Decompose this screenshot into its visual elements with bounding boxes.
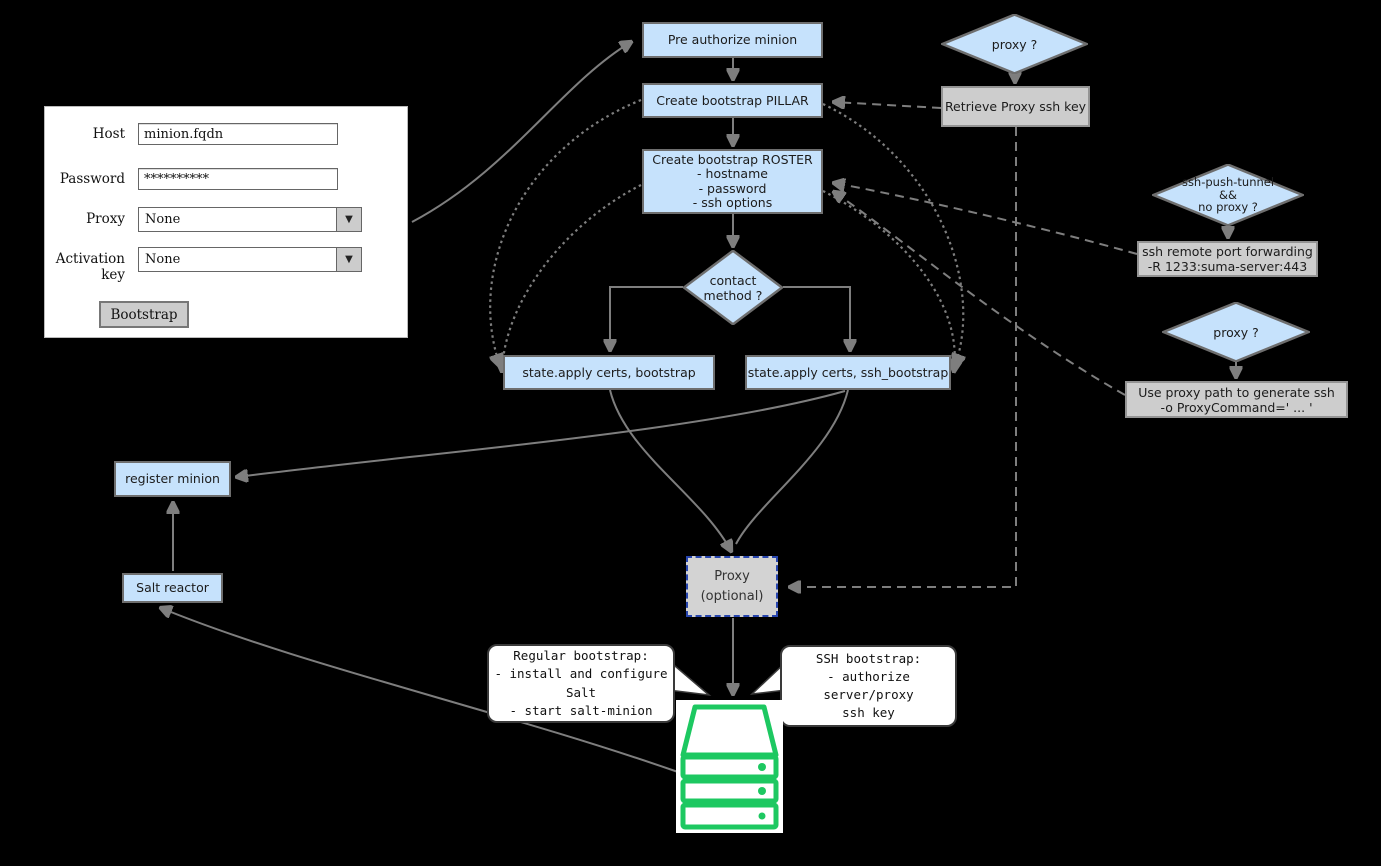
- host-label: Host: [92, 126, 125, 142]
- proxy-select-value: None: [145, 212, 181, 227]
- dotted-roster-to-bootstrap: [502, 184, 642, 371]
- bootstrap-form: Host Password Proxy None ▼ Activation ke…: [44, 106, 408, 338]
- decision-contact-method: contact method ?: [683, 250, 783, 325]
- curve-bootstrap-to-proxy: [609, 389, 731, 551]
- node-salt-reactor: Salt reactor: [122, 573, 223, 603]
- dashed-retrieve-to-proxybox: [790, 127, 1017, 587]
- activation-key-label: Activation key: [55, 251, 125, 283]
- node-register-minion: register minion: [114, 461, 231, 497]
- activation-key-select-value: None: [145, 252, 181, 267]
- node-use-proxy-path: Use proxy path to generate ssh -o ProxyC…: [1125, 381, 1348, 418]
- decision-proxy-top: proxy ?: [941, 14, 1088, 74]
- decision-proxy-bottom-label: proxy ?: [1213, 324, 1259, 340]
- node-pre-authorize-minion: Pre authorize minion: [642, 22, 823, 58]
- arrow-form-to-preauthorize: [411, 42, 631, 223]
- dotted-roster-to-sshbootstrap: [822, 190, 955, 371]
- diamond-shape: [1162, 302, 1310, 362]
- arrow-contact-to-sshbootstrap: [783, 286, 850, 350]
- decision-proxy-bottom: proxy ?: [1162, 302, 1310, 362]
- curve-server-to-saltreactor: [161, 608, 679, 773]
- node-create-bootstrap-pillar: Create bootstrap PILLAR: [642, 83, 823, 118]
- node-state-apply-bootstrap: state.apply certs, bootstrap: [503, 355, 715, 390]
- decision-ssh-push-tunnel-label: ssh-push-tunnel && no proxy ?: [1181, 175, 1275, 215]
- dotted-pillar-to-sshbootstrap: [822, 103, 963, 366]
- decision-contact-method-label: contact method ?: [703, 272, 763, 303]
- host-field[interactable]: [138, 123, 338, 145]
- diamond-shape: [683, 250, 783, 325]
- dashed-portforward-to-roster: [834, 183, 1138, 255]
- password-label: Password: [59, 171, 125, 187]
- diamond-shape: [1152, 164, 1304, 226]
- dashed-useproxy-to-roster: [834, 192, 1126, 396]
- dashed-retrieve-to-pillar: [834, 102, 942, 108]
- password-field[interactable]: [138, 168, 338, 190]
- dropdown-arrow-icon[interactable]: ▼: [336, 208, 361, 231]
- curve-sshbootstrap-to-register: [237, 390, 846, 477]
- node-state-apply-ssh-bootstrap: state.apply certs, ssh_bootstrap: [745, 355, 951, 390]
- dotted-pillar-to-bootstrap: [489, 98, 642, 366]
- activation-key-select[interactable]: None ▼: [138, 247, 362, 272]
- callout-ssh-bootstrap: SSH bootstrap: - authorize server/proxy …: [780, 645, 957, 727]
- decision-ssh-push-tunnel: ssh-push-tunnel && no proxy ?: [1152, 164, 1304, 226]
- node-ssh-remote-port-forwarding: ssh remote port forwarding -R 1233:suma-…: [1137, 241, 1318, 277]
- proxy-label: Proxy: [86, 211, 125, 227]
- callout-regular-bootstrap: Regular bootstrap: - install and configu…: [487, 644, 675, 723]
- arrow-contact-to-bootstrap: [610, 286, 683, 350]
- dropdown-arrow-icon[interactable]: ▼: [336, 248, 361, 271]
- proxy-select[interactable]: None ▼: [138, 207, 362, 232]
- node-create-bootstrap-roster: Create bootstrap ROSTER - hostname - pas…: [642, 149, 823, 214]
- decision-proxy-top-label: proxy ?: [991, 36, 1038, 52]
- bootstrap-button[interactable]: Bootstrap: [99, 301, 189, 328]
- server-icon: [676, 700, 783, 833]
- node-proxy-optional: Proxy (optional): [686, 556, 778, 617]
- curve-sshbootstrap-to-proxy: [735, 389, 849, 545]
- node-retrieve-proxy-ssh-key: Retrieve Proxy ssh key: [941, 86, 1090, 127]
